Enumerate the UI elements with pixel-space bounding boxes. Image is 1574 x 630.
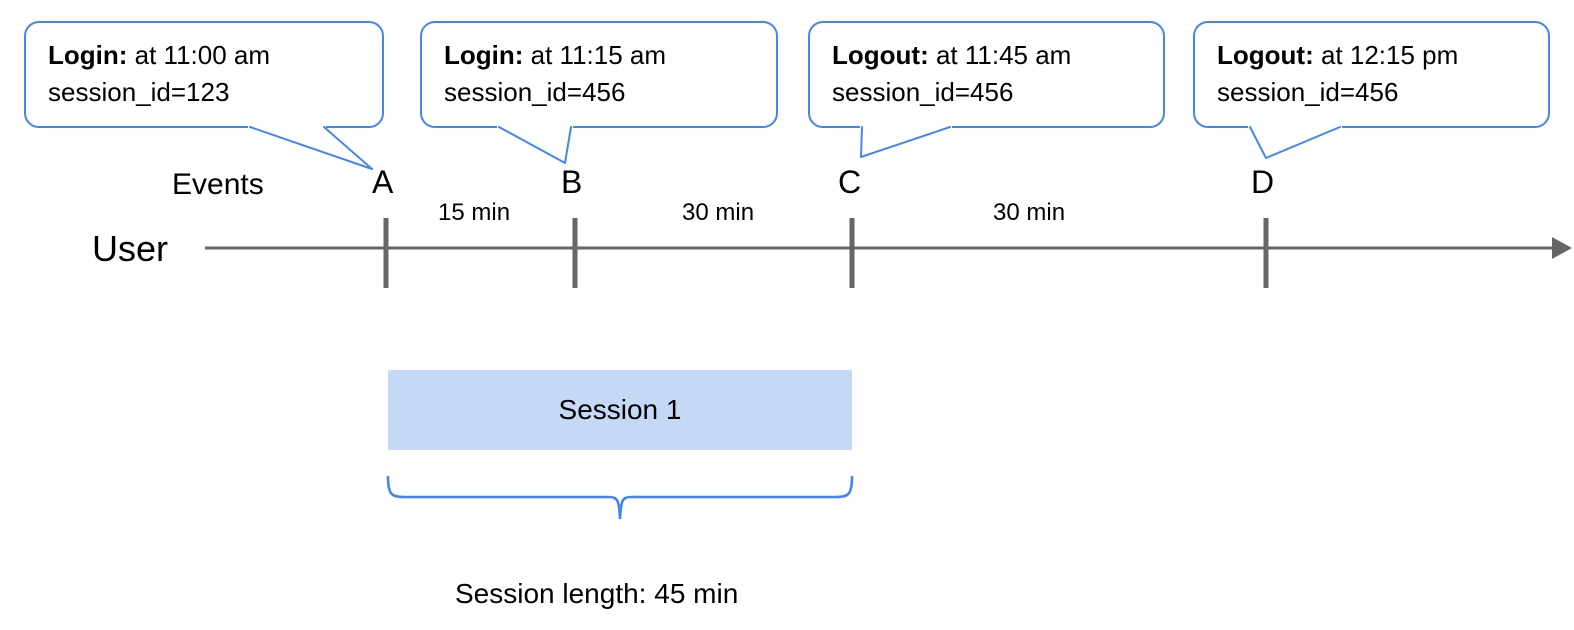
callout-d-session-id: session_id=456 (1217, 76, 1399, 107)
callout-a-time: at 11:00 am (127, 40, 271, 70)
session-bar-label: Session 1 (558, 394, 682, 425)
user-row-label: User (92, 228, 169, 269)
event-label-a: A (372, 164, 394, 200)
callout-event-c: Logout: at 11:45 am session_id=456 (808, 21, 1165, 128)
callout-b-session-id: session_id=456 (444, 76, 626, 107)
callout-d-time: at 12:15 pm (1313, 40, 1459, 70)
session-length-brace (386, 475, 854, 520)
callout-d-event-type: Logout: (1217, 40, 1314, 70)
events-row-label: Events (172, 168, 264, 201)
callout-tail-a (249, 126, 373, 170)
callout-event-a: Login: at 11:00 am session_id=123 (24, 21, 384, 128)
timeline-axis (205, 237, 1572, 259)
callout-c-session-id: session_id=456 (832, 76, 1014, 107)
timeline-arrow-head (1552, 237, 1572, 259)
callout-tail-b (498, 126, 572, 164)
event-label-d: D (1251, 164, 1275, 200)
callout-tail-c (860, 126, 951, 158)
callout-a-event-type: Login: (48, 40, 128, 70)
interval-label-b-c: 30 min (682, 199, 755, 226)
callout-c-time: at 11:45 am (928, 40, 1072, 70)
callout-tail-d (1249, 126, 1341, 159)
interval-label-c-d: 30 min (993, 199, 1066, 226)
callout-b-time: at 11:15 am (523, 40, 667, 70)
callout-event-d: Logout: at 12:15 pm session_id=456 (1193, 21, 1550, 128)
callout-a-session-id: session_id=123 (48, 76, 230, 107)
event-label-b: B (561, 164, 583, 200)
event-label-c: C (838, 164, 862, 200)
callout-c-event-type: Logout: (832, 40, 929, 70)
callout-b-event-type: Login: (444, 40, 524, 70)
callout-event-b: Login: at 11:15 am session_id=456 (420, 21, 778, 128)
interval-label-a-b: 15 min (438, 199, 511, 226)
session-bar: Session 1 (388, 370, 852, 450)
session-length-caption: Session length: 45 min (455, 578, 739, 609)
